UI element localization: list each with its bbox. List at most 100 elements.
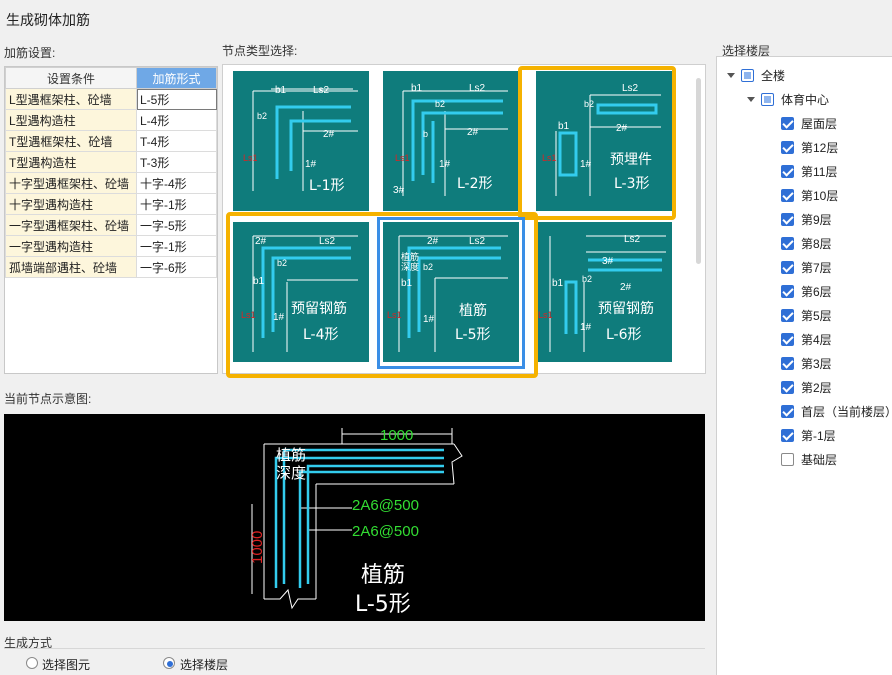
diagram-label: Ls2 [313,85,330,96]
floor-checkbox[interactable] [781,309,794,322]
node-tile-l3[interactable]: Ls2 b2 b1 2# 1# Ls1 预埋件 L-3形 [536,71,672,211]
diagram-label: Ls2 [622,83,639,94]
preview-label: 当前节点示意图: [4,392,92,406]
table-row[interactable]: 一字型遇构造柱一字-1形 [5,235,217,257]
floor-checkbox[interactable] [781,453,794,466]
form-cell[interactable]: 十字-1形 [136,193,217,215]
form-cell[interactable]: 十字-4形 [136,172,217,194]
node-tile-l4[interactable]: 2# Ls2 b2 b1 1# Ls1 预留钢筋 L-4形 [233,222,369,362]
node-tile-l5[interactable]: 2# Ls2 b2 植筋 深度 b1 1# Ls1 植筋 L-5形 [383,222,519,362]
floor-label[interactable]: 第5层 [801,309,832,323]
preview-rebar-label: 2A6@500 [352,523,419,540]
tile-name: L-6形 [606,327,642,343]
floor-checkbox[interactable] [781,213,794,226]
node-tile-l6[interactable]: Ls2 3# b1 b2 2# 1# Ls1 预留钢筋 L-6形 [536,222,672,362]
diagram-label: b1 [275,85,287,96]
floor-label[interactable]: 第2层 [801,381,832,395]
tree-building-label[interactable]: 体育中心 [781,93,830,107]
floor-label[interactable]: 第6层 [801,285,832,299]
diagram-label: 2# [620,282,632,293]
form-cell[interactable]: T-3形 [136,151,217,173]
floor-checkbox[interactable] [781,381,794,394]
radio-label-select-floor[interactable]: 选择楼层 [180,658,229,672]
checkbox-all-floors[interactable] [741,69,754,82]
floor-checkbox[interactable] [781,285,794,298]
form-cell[interactable]: L-5形 [136,88,217,110]
diagram-label: b2 [582,274,592,284]
floor-tree: 全楼 体育中心 屋面层 第12层 第11层 第10层 第9层 第8层 第7层 第… [716,56,892,675]
floor-label[interactable]: 第4层 [801,333,832,347]
floor-checkbox[interactable] [781,141,794,154]
form-cell[interactable]: T-4形 [136,130,217,152]
divider [4,648,705,649]
diagram-label: b1 [552,278,564,289]
floor-checkbox[interactable] [781,165,794,178]
condition-cell: T型遇构造柱 [5,151,137,173]
diagram-label: b [423,129,428,139]
diagram-label: 1# [305,159,317,170]
table-row[interactable]: 十字型遇框架柱、砼墙十字-4形 [5,172,217,194]
diagram-label: 3# [602,256,614,267]
floor-checkbox[interactable] [781,429,794,442]
floor-label[interactable]: 第8层 [801,237,832,251]
floor-label[interactable]: 第12层 [801,141,839,155]
collapse-arrow-icon[interactable] [747,97,755,102]
form-cell[interactable]: L-4形 [136,109,217,131]
diagram-label: b1 [401,278,413,289]
floor-label[interactable]: 第7层 [801,261,832,275]
preview-dim-top: 1000 [380,427,413,444]
node-panel-scrollbar[interactable] [696,78,701,264]
table-row[interactable]: 十字型遇构造柱十字-1形 [5,193,217,215]
form-cell[interactable]: 一字-1形 [136,235,217,257]
node-tile-l1[interactable]: b1 Ls2 b2 2# 1# Ls1 L-1形 [233,71,369,211]
radio-label-select-element[interactable]: 选择图元 [42,658,91,672]
diagram-label: b1 [253,276,265,287]
floor-label[interactable]: 第10层 [801,189,839,203]
floor-label[interactable]: 第11层 [801,165,838,179]
floor-label[interactable]: 第-1层 [801,429,836,443]
diagram-label: 2# [467,127,479,138]
floor-checkbox[interactable] [781,405,794,418]
form-cell[interactable]: 一字-5形 [136,214,217,236]
collapse-arrow-icon[interactable] [727,73,735,78]
checkbox-building[interactable] [761,93,774,106]
node-tile-l2[interactable]: b1 Ls2 b2 2# 1# 3# b Ls1 L-2形 [383,71,519,211]
radio-select-floor[interactable] [163,657,175,669]
diagram-label: 1# [580,322,592,333]
node-diagram: Ls2 b2 b1 2# 1# Ls1 [542,83,661,196]
floor-label[interactable]: 第9层 [801,213,832,227]
floor-checkbox[interactable] [781,333,794,346]
form-cell[interactable]: 一字-6形 [136,256,217,278]
tile-name: L-1形 [309,178,345,194]
floor-label[interactable]: 基础层 [801,453,838,467]
table-row[interactable]: 一字型遇框架柱、砼墙一字-5形 [5,214,217,236]
header-form[interactable]: 加筋形式 [136,67,217,89]
floor-label[interactable]: 屋面层 [801,117,838,131]
floor-checkbox[interactable] [781,189,794,202]
diagram-label: b2 [435,99,445,109]
dialog-title: 生成砌体加筋 [6,12,90,28]
floor-checkbox[interactable] [781,237,794,250]
diagram-label: Ls1 [387,310,402,320]
preview-rebar-label: 2A6@500 [352,497,419,514]
floor-checkbox[interactable] [781,117,794,130]
tree-root-label[interactable]: 全楼 [761,69,786,83]
diagram-label: 1# [580,159,592,170]
floor-label[interactable]: 首层（当前楼层） [801,405,892,419]
table-row[interactable]: 孤墙端部遇柱、砼墙一字-6形 [5,256,217,278]
floor-checkbox[interactable] [781,261,794,274]
preview-dim-left: 1000 [249,531,266,564]
header-condition[interactable]: 设置条件 [5,67,137,89]
diagram-label: 3# [393,185,405,196]
diagram-label: Ls1 [542,153,557,163]
diagram-label: Ls1 [243,153,258,163]
floor-checkbox[interactable] [781,357,794,370]
condition-cell: 十字型遇框架柱、砼墙 [5,172,137,194]
diagram-label: b2 [423,262,433,272]
floor-label[interactable]: 第3层 [801,357,832,371]
radio-select-element[interactable] [26,657,38,669]
